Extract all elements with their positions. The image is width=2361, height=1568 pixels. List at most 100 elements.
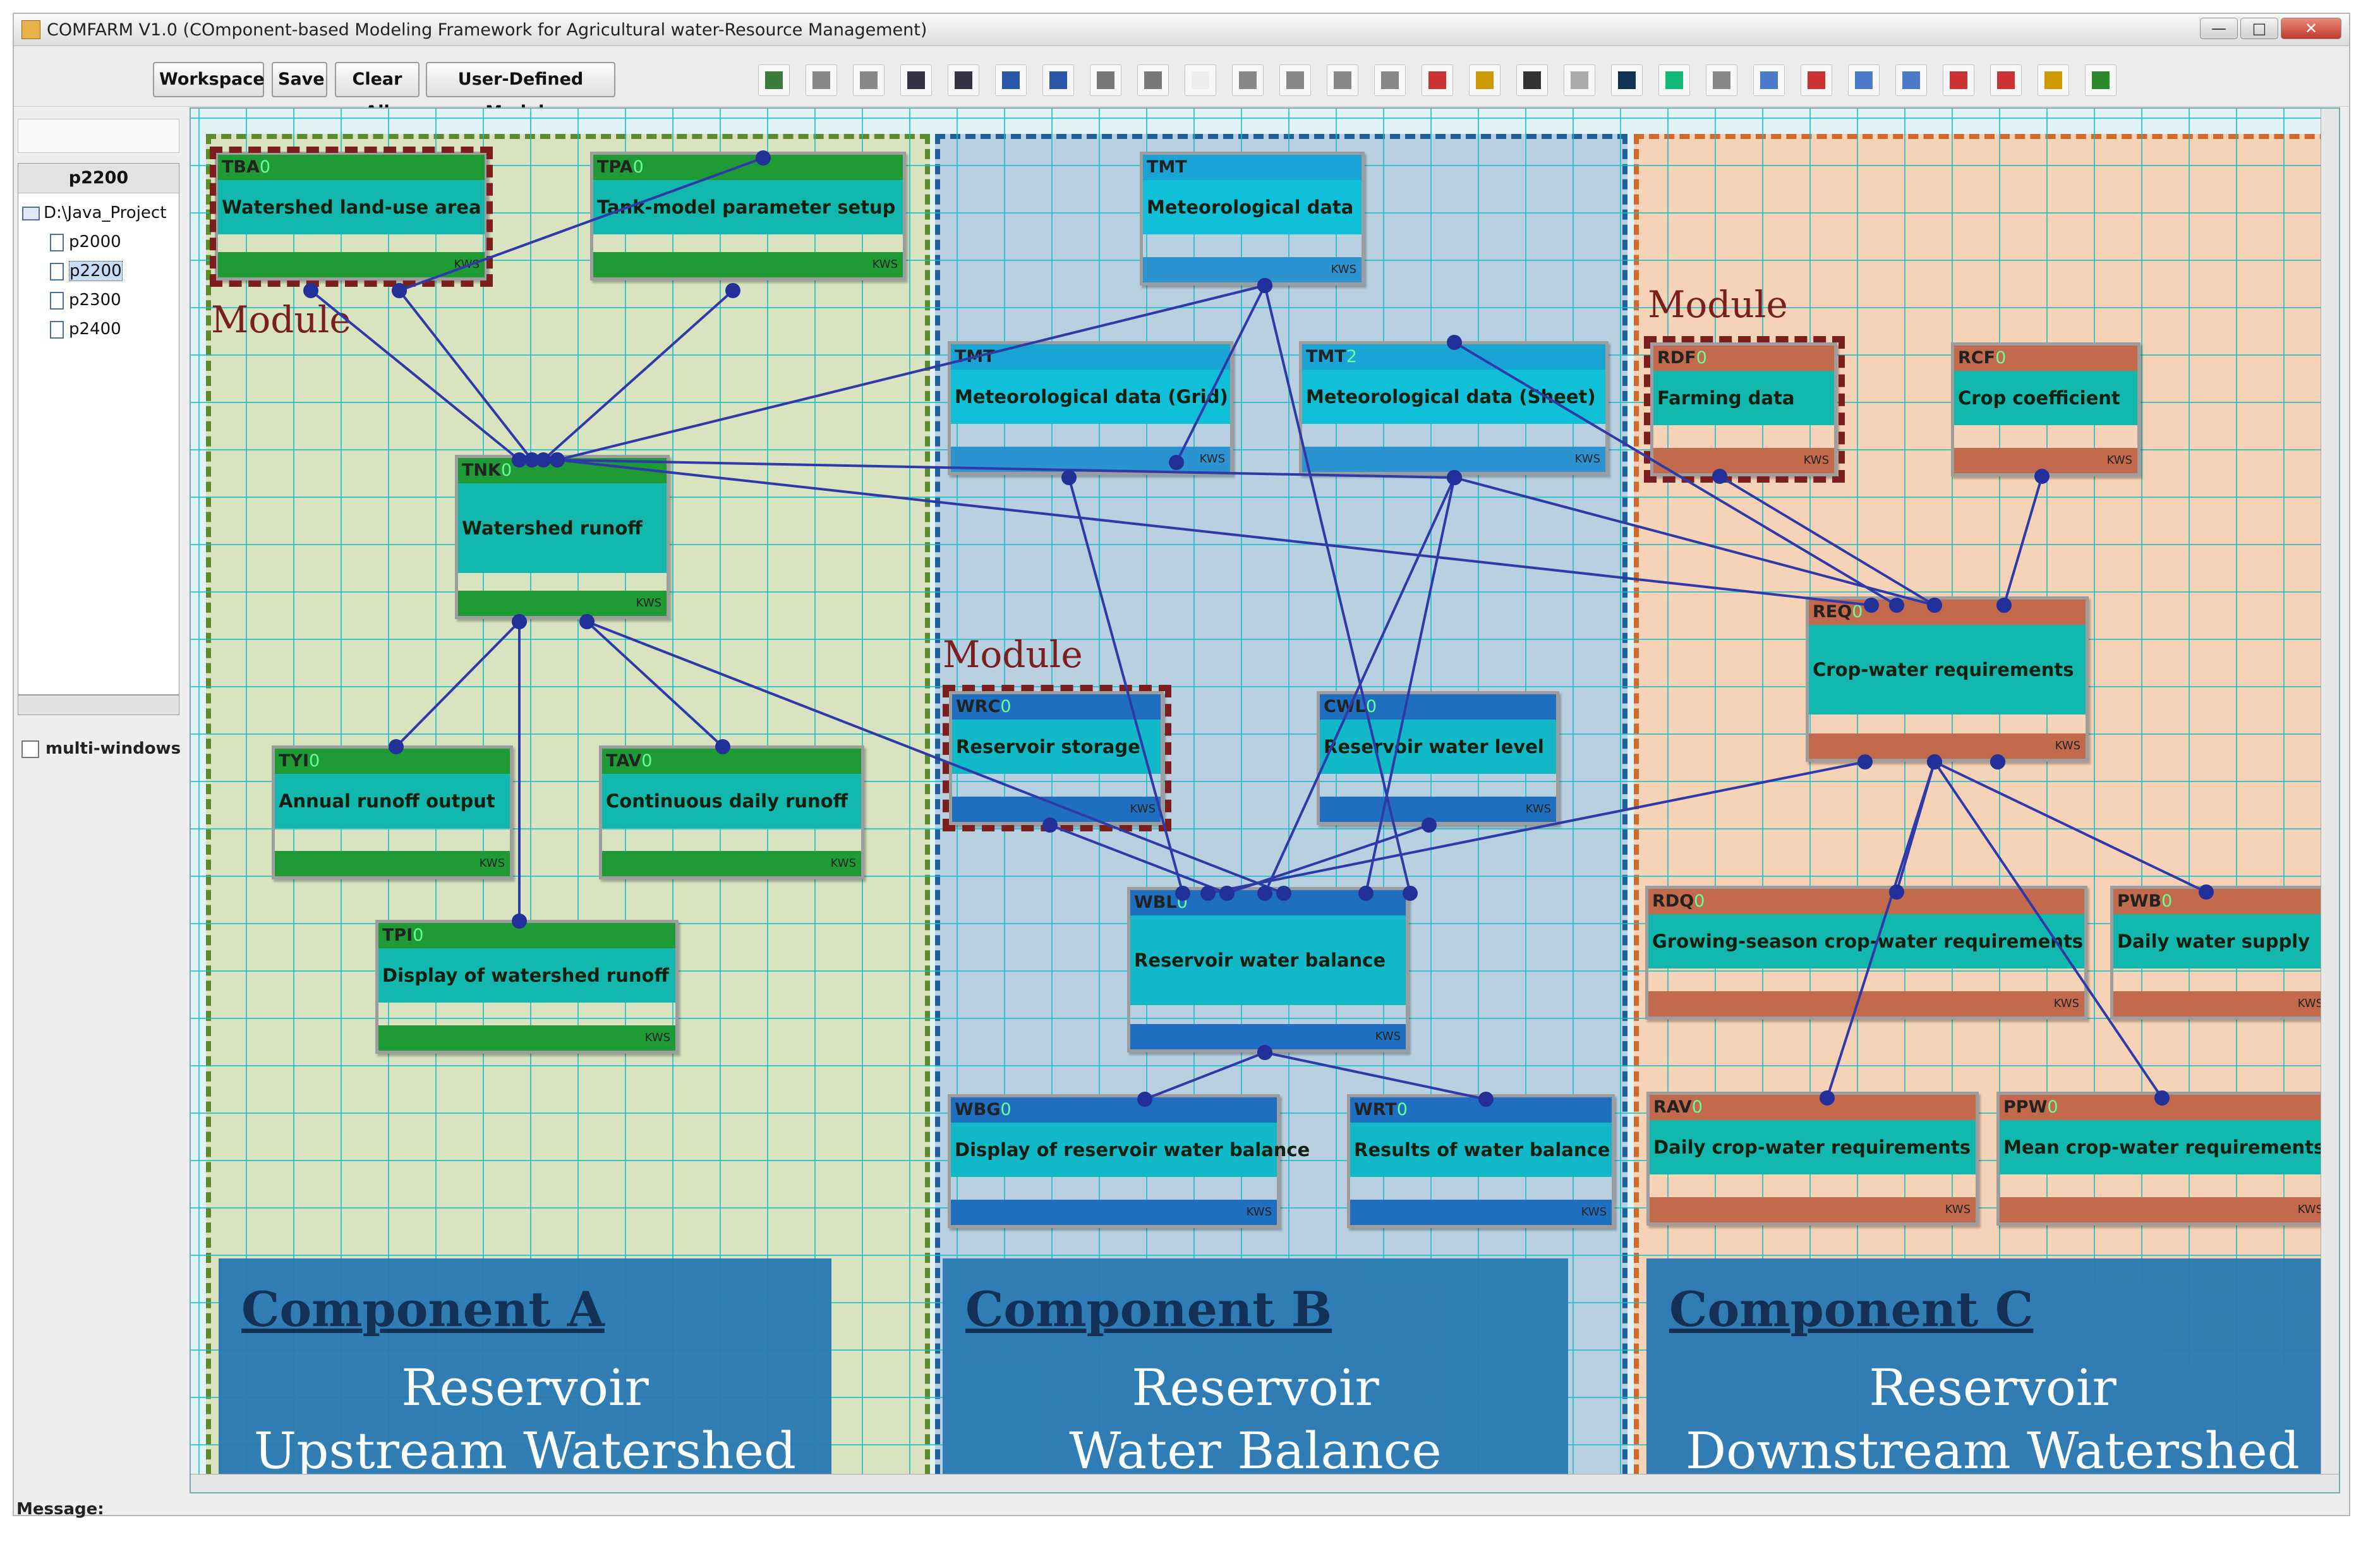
document-icon bbox=[50, 262, 64, 280]
application-window: COMFARM V1.0 (COmponent-based Modeling F… bbox=[13, 13, 2350, 1519]
minimize-button[interactable]: — bbox=[2200, 18, 2238, 39]
toolbar-module-icon-4[interactable] bbox=[900, 64, 932, 96]
node-wbg[interactable]: WBG0 Display of reservoir water balance … bbox=[948, 1094, 1310, 1228]
toolbar-module-icon-5[interactable] bbox=[948, 64, 979, 96]
toolbar-module-icon-29[interactable] bbox=[2085, 64, 2116, 96]
node-code: TMT bbox=[1306, 347, 1346, 366]
node-title: Continuous daily runoff bbox=[602, 774, 861, 828]
toolbar-module-icon-24[interactable] bbox=[1848, 64, 1880, 96]
toolbar-module-icon-13[interactable] bbox=[1327, 64, 1358, 96]
module-icon bbox=[1144, 71, 1162, 89]
node-cwl[interactable]: CWL0 Reservoir water level KWS bbox=[1317, 691, 1559, 825]
node-code: TYI bbox=[279, 751, 310, 771]
toolbar-module-icon-27[interactable] bbox=[1990, 64, 2022, 96]
maximize-button[interactable]: □ bbox=[2240, 18, 2278, 39]
toolbar-module-icon-21[interactable] bbox=[1706, 64, 1737, 96]
node-code: WBL bbox=[1134, 893, 1177, 912]
toolbar-module-icon-26[interactable] bbox=[1943, 64, 1974, 96]
component-c-caption: Component C Reservoir Downstream Watersh… bbox=[1646, 1258, 2339, 1492]
module-icon bbox=[1855, 71, 1873, 89]
workspace-button[interactable]: Workspace bbox=[153, 62, 265, 97]
module-icon bbox=[1381, 71, 1399, 89]
node-tag: KWS bbox=[1130, 1024, 1406, 1049]
tree-item-p2400[interactable]: p2400 bbox=[50, 317, 121, 342]
node-rdq[interactable]: RDQ0 Growing-season crop-water requireme… bbox=[1645, 886, 2087, 1020]
tree-item-p2300[interactable]: p2300 bbox=[50, 287, 121, 313]
node-title: Meteorological data (Grid) bbox=[951, 370, 1230, 424]
toolbar-module-icon-25[interactable] bbox=[1895, 64, 1927, 96]
node-rcf[interactable]: RCF0 Crop coefficient KWS bbox=[1951, 342, 2141, 476]
node-tpi[interactable]: TPI0 Display of watershed runoff KWS bbox=[375, 920, 679, 1054]
node-code: PPW bbox=[2003, 1097, 2048, 1117]
canvas-vertical-scrollbar[interactable] bbox=[2321, 109, 2339, 1492]
node-rav[interactable]: RAV0 Daily crop-water requirements KWS bbox=[1646, 1092, 1979, 1226]
toolbar-module-icon-2[interactable] bbox=[806, 64, 837, 96]
module-icon bbox=[812, 71, 830, 89]
document-icon bbox=[50, 291, 64, 310]
node-title: Daily water supply bbox=[2113, 914, 2328, 968]
node-ppw[interactable]: PPW0 Mean crop-water requirements KWS bbox=[1996, 1092, 2331, 1226]
tree-root[interactable]: D:\Java_Project bbox=[22, 200, 166, 226]
node-title: Crop coefficient bbox=[1954, 371, 2137, 425]
node-code: WRT bbox=[1354, 1100, 1397, 1119]
tree-item-p2000[interactable]: p2000 bbox=[50, 229, 121, 255]
node-code: TAV bbox=[606, 751, 642, 771]
node-title: Display of reservoir water balance bbox=[951, 1123, 1310, 1177]
toolbar-module-icon-11[interactable] bbox=[1232, 64, 1264, 96]
toolbar-module-icon-8[interactable] bbox=[1090, 64, 1121, 96]
toolbar-module-icon-18[interactable] bbox=[1564, 64, 1595, 96]
tree-item-p2200[interactable]: p2200 bbox=[50, 258, 123, 284]
node-tag: KWS bbox=[1320, 797, 1556, 822]
multi-windows-checkbox[interactable]: multi-windows bbox=[21, 739, 181, 758]
user-defined-module-button[interactable]: User-Defined Module bbox=[426, 62, 615, 122]
module-highlight-rdf bbox=[1644, 336, 1845, 483]
node-tmt[interactable]: TMT Meteorological data KWS bbox=[1140, 152, 1365, 286]
clear-all-button[interactable]: Clear All bbox=[335, 62, 420, 122]
toolbar-module-icon-1[interactable] bbox=[758, 64, 790, 96]
toolbar-module-icon-23[interactable] bbox=[1801, 64, 1832, 96]
toolbar-module-icon-16[interactable] bbox=[1469, 64, 1501, 96]
node-wrt[interactable]: WRT0 Results of water balance KWS bbox=[1347, 1094, 1615, 1228]
node-tmt-sheet[interactable]: TMT2 Meteorological data (Sheet) KWS bbox=[1299, 341, 1609, 475]
toolbar-module-icon-20[interactable] bbox=[1658, 64, 1690, 96]
toolbar-module-icon-3[interactable] bbox=[853, 64, 885, 96]
toolbar-module-icon-22[interactable] bbox=[1753, 64, 1785, 96]
app-icon bbox=[21, 20, 40, 39]
module-label: Module bbox=[943, 633, 1083, 676]
close-button[interactable]: ✕ bbox=[2281, 18, 2341, 39]
node-tav[interactable]: TAV0 Continuous daily runoff KWS bbox=[599, 745, 864, 879]
tree-horizontal-scrollbar[interactable] bbox=[18, 695, 179, 715]
toolbar-module-icon-12[interactable] bbox=[1279, 64, 1311, 96]
status-bar: Message: bbox=[16, 1500, 104, 1519]
node-title: Reservoir water balance bbox=[1130, 915, 1406, 1005]
toolbar-module-icon-19[interactable] bbox=[1611, 64, 1643, 96]
node-tag: KWS bbox=[1650, 1197, 1976, 1222]
node-tyi[interactable]: TYI0 Annual runoff output KWS bbox=[272, 745, 513, 879]
module-label: Module bbox=[1648, 283, 1788, 326]
node-tnk[interactable]: TNK0 Watershed runoff KWS bbox=[455, 455, 670, 619]
node-tag: KWS bbox=[593, 252, 903, 277]
node-title: Reservoir water level bbox=[1320, 720, 1556, 774]
toolbar-module-icon-7[interactable] bbox=[1042, 64, 1074, 96]
node-wbl[interactable]: WBL0 Reservoir water balance KWS bbox=[1127, 887, 1409, 1052]
save-button[interactable]: Save bbox=[272, 62, 327, 97]
node-tmt-grid[interactable]: TMT Meteorological data (Grid) KWS bbox=[948, 341, 1233, 475]
node-tpa[interactable]: TPA0 Tank-model parameter setup KWS bbox=[590, 152, 906, 280]
node-req[interactable]: REQ0 Crop-water requirements KWS bbox=[1806, 596, 2089, 762]
module-icon bbox=[1097, 71, 1114, 89]
module-icon bbox=[1618, 71, 1636, 89]
toolbar-module-icon-6[interactable] bbox=[995, 64, 1027, 96]
toolbar-module-icon-9[interactable] bbox=[1137, 64, 1169, 96]
workspace-canvas[interactable]: TBA0 Watershed land-use area KWS TPA0 Ta… bbox=[190, 107, 2340, 1493]
toolbar-module-icon-14[interactable] bbox=[1374, 64, 1406, 96]
canvas-horizontal-scrollbar[interactable] bbox=[191, 1474, 2339, 1492]
module-icon bbox=[1334, 71, 1351, 89]
toolbar-module-icon-28[interactable] bbox=[2038, 64, 2069, 96]
node-title: Meteorological data (Sheet) bbox=[1302, 370, 1605, 424]
node-pwb[interactable]: PWB0 Daily water supply KWS bbox=[2110, 886, 2331, 1020]
toolbar-module-icon-10[interactable] bbox=[1185, 64, 1216, 96]
toolbar-module-icon-15[interactable] bbox=[1422, 64, 1453, 96]
node-tag: KWS bbox=[951, 447, 1230, 472]
module-icon bbox=[1523, 71, 1541, 89]
toolbar-module-icon-17[interactable] bbox=[1516, 64, 1548, 96]
